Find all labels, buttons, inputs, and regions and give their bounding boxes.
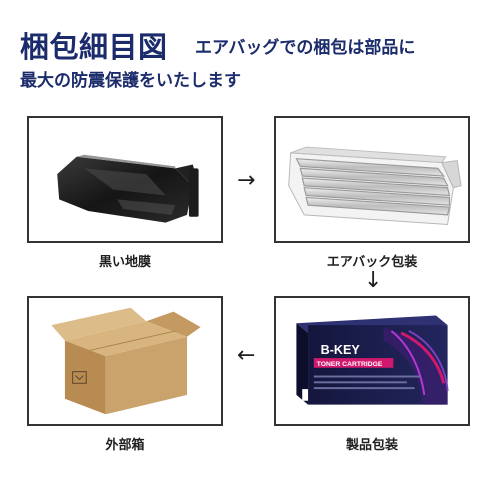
air-bag-illustration bbox=[288, 146, 462, 226]
black-film-caption: 黒い地膜 bbox=[98, 255, 151, 270]
cardboard-box-illustration bbox=[51, 307, 201, 415]
outer-box-panel bbox=[27, 296, 223, 426]
product-brand-text: B-KEY bbox=[321, 343, 361, 357]
air-bag-panel bbox=[274, 116, 470, 243]
subtitle-line-1: エアバッグでの梱包は部品に bbox=[195, 38, 416, 58]
arrow-left-icon: ← bbox=[237, 343, 256, 368]
product-box-panel: B-KEY TONER CARTRIDGE bbox=[274, 296, 470, 426]
product-box-caption: 製品包装 bbox=[345, 438, 398, 453]
page-title: 梱包細目図 bbox=[20, 30, 168, 64]
black-film-illustration bbox=[57, 154, 199, 223]
air-bag-caption: エアバック包装 bbox=[326, 255, 418, 270]
outer-box-caption: 外部箱 bbox=[105, 438, 145, 453]
product-box-illustration: B-KEY TONER CARTRIDGE bbox=[296, 315, 449, 405]
arrow-right-icon: → bbox=[237, 168, 256, 193]
arrow-down-icon: ↓ bbox=[364, 268, 383, 293]
black-film-panel bbox=[27, 116, 223, 243]
subtitle-line-2: 最大の防震保護をいたします bbox=[20, 71, 241, 91]
product-subtitle-text: TONER CARTRIDGE bbox=[317, 361, 383, 368]
